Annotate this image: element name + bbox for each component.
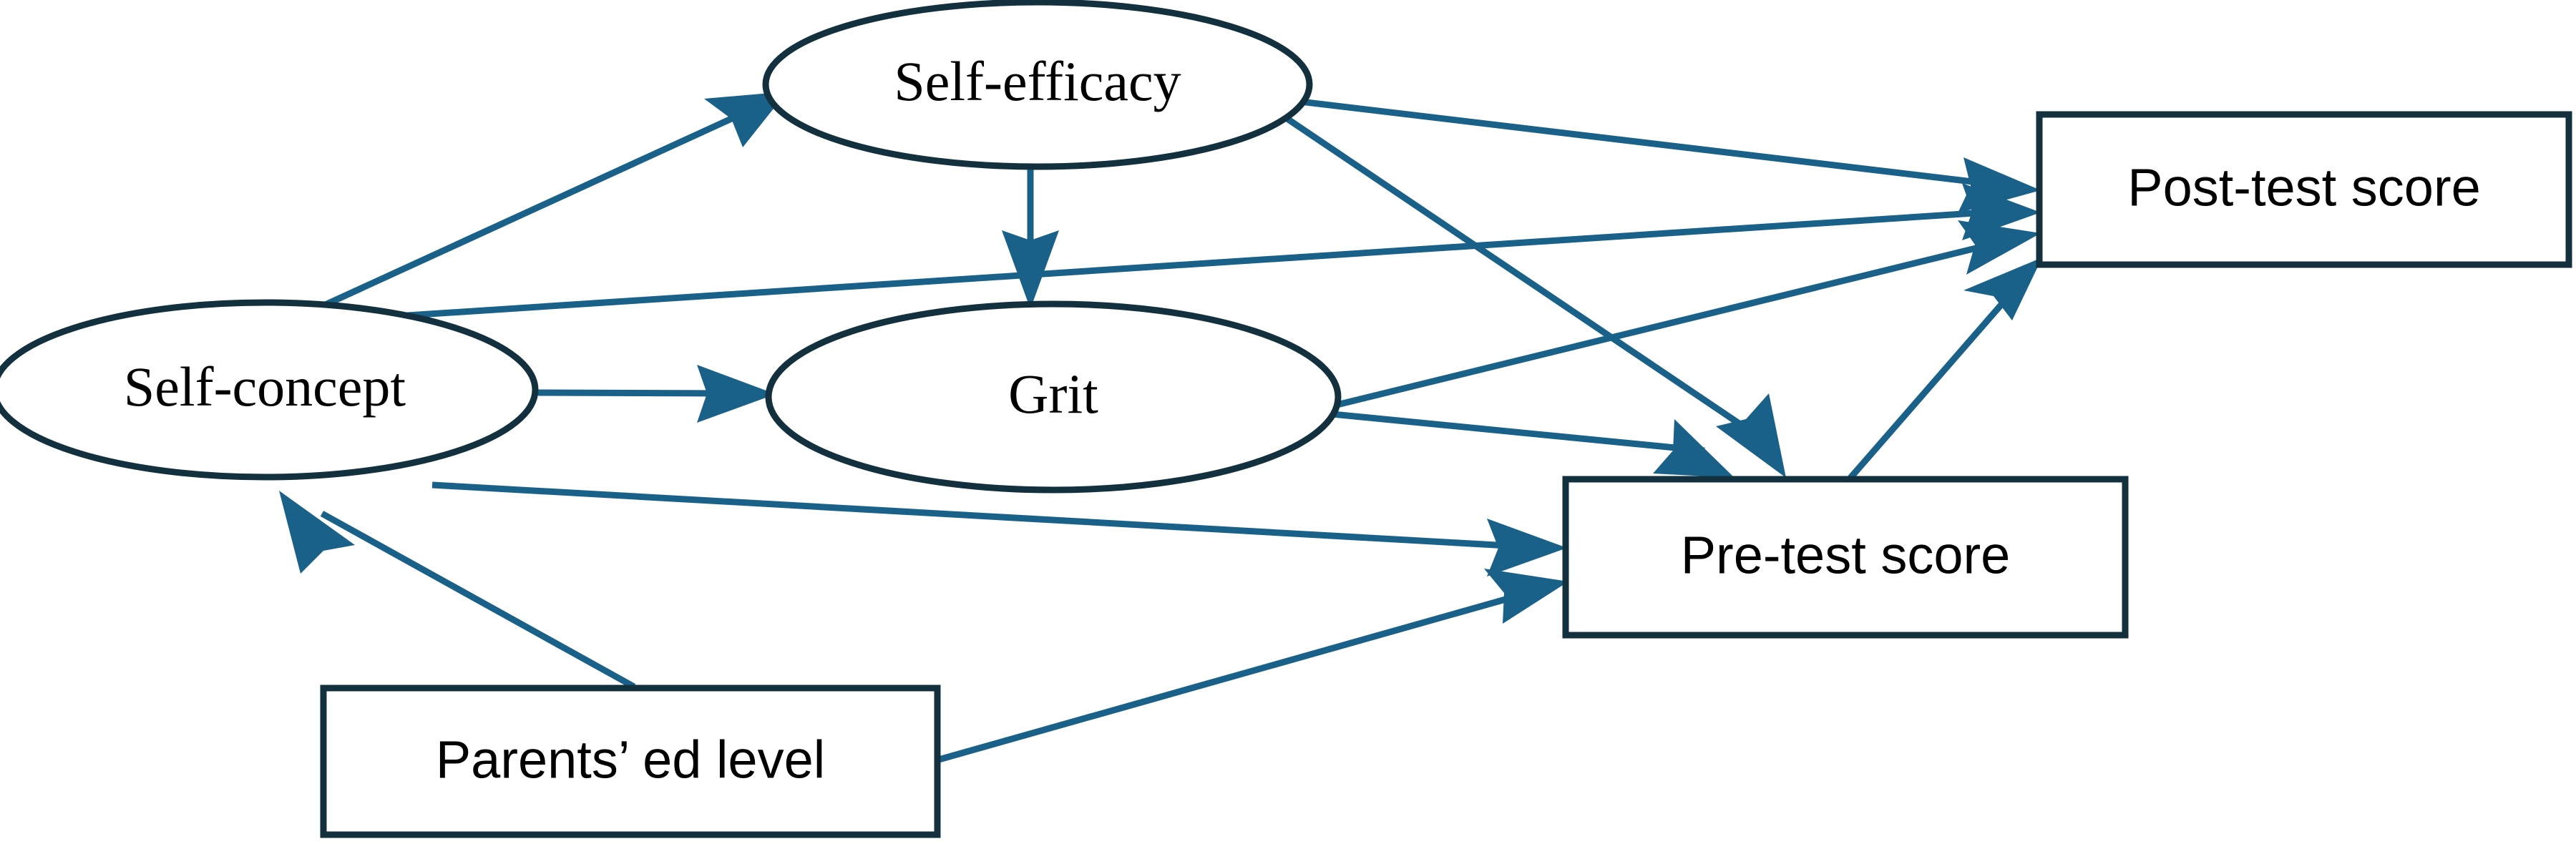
node-shape-ellipse <box>762 0 1313 170</box>
arrow-head-icon <box>1716 393 1786 478</box>
node-shape-rect <box>1562 476 2129 639</box>
node-label-self-efficacy: Self-efficacy <box>894 50 1181 112</box>
node-shape-rect <box>2036 111 2572 268</box>
edge-line <box>1324 410 1705 454</box>
edge-pre-test-to-post-test <box>1848 257 2042 480</box>
node-shape-ellipse <box>0 299 539 481</box>
arrow-head-icon <box>1958 220 2041 275</box>
node-label-self-concept: Self-concept <box>124 355 406 418</box>
edge-line <box>1279 112 1762 441</box>
arrow-head-icon <box>1487 519 1567 576</box>
edge-line <box>431 481 1522 550</box>
arrow-head-icon <box>697 365 776 423</box>
node-self-efficacy[interactable]: Self-efficacy <box>762 0 1313 170</box>
node-self-concept[interactable]: Self-concept <box>0 299 539 481</box>
node-parents-ed-level[interactable]: Parents’ ed level <box>320 684 941 838</box>
arrow-head-icon <box>1002 230 1059 309</box>
node-label-grit: Grit <box>1008 363 1098 425</box>
edge-self-concept-to-pre-test <box>431 481 1567 576</box>
arrow-head-icon <box>1484 569 1568 624</box>
node-grit[interactable]: Grit <box>765 300 1342 494</box>
edge-line <box>937 590 1527 763</box>
arrow-head-icon <box>1653 419 1735 478</box>
edge-line <box>1324 240 1998 411</box>
edge-line <box>1848 298 2008 480</box>
arrow-head-icon <box>704 92 787 147</box>
edge-line <box>1287 97 1997 188</box>
edge-self-efficacy-to-pre-test <box>1279 112 1786 478</box>
edge-parents-ed-to-pre-test <box>937 569 1568 763</box>
arrow-head-icon <box>1963 257 2042 320</box>
edge-grit-to-pre-test <box>1324 410 1735 478</box>
edge-self-concept-to-self-efficacy <box>283 92 787 327</box>
edge-parents-ed-to-self-concept <box>279 491 636 690</box>
node-post-test-score[interactable]: Post-test score <box>2036 111 2572 268</box>
node-label-parents-ed-level: Parents’ ed level <box>436 730 825 790</box>
edge-self-efficacy-to-grit <box>1002 168 1059 309</box>
edge-line <box>330 208 1997 324</box>
arrow-head-icon <box>279 491 355 574</box>
edges-layer <box>279 92 2042 763</box>
node-shape-ellipse <box>765 300 1342 494</box>
node-label-pre-test-score: Pre-test score <box>1681 526 2011 585</box>
arrow-head-icon <box>1958 157 2041 213</box>
node-label-post-test-score: Post-test score <box>2127 158 2481 217</box>
edge-self-efficacy-to-post-test <box>1287 97 2041 213</box>
node-pre-test-score[interactable]: Pre-test score <box>1562 476 2129 639</box>
edge-self-concept-to-grit <box>537 365 776 423</box>
edge-grit-to-post-test <box>1324 220 2041 411</box>
edge-line <box>283 107 750 327</box>
node-shape-rect <box>320 684 941 838</box>
edge-self-concept-to-post-test <box>330 183 2041 324</box>
edge-line <box>320 511 636 690</box>
